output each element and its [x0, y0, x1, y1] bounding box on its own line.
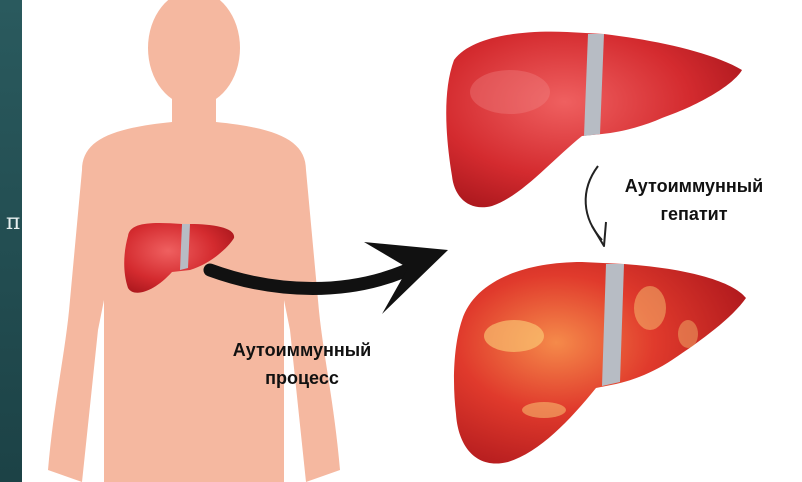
slide-sidebar: п [0, 0, 22, 482]
illustration-svg [22, 0, 802, 482]
illustration-canvas: Аутоиммунный процесс Аутоиммунный гепати… [22, 0, 802, 482]
side-glyph: п [6, 212, 21, 234]
process-label-line1: Аутоиммунный [197, 336, 407, 364]
inflamed-liver [454, 262, 746, 464]
hepatitis-label-line2: гепатит [594, 200, 794, 228]
hepatitis-label-line1: Аутоиммунный [594, 172, 794, 200]
hepatitis-label: Аутоиммунный гепатит [594, 172, 794, 228]
process-label-line2: процесс [197, 364, 407, 392]
process-label: Аутоиммунный процесс [197, 336, 407, 392]
